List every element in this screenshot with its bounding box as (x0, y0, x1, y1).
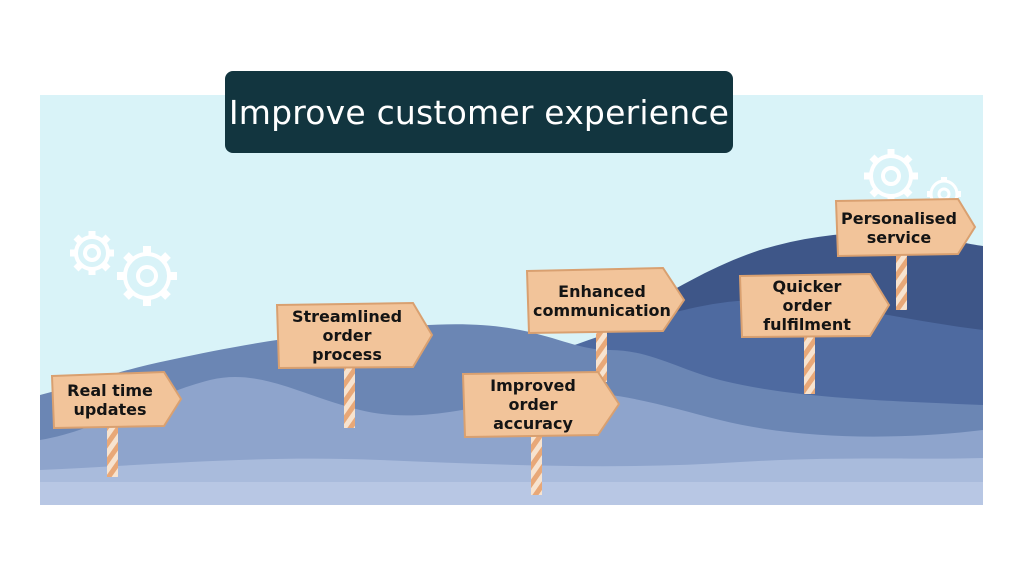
signpost-label-text: Enhanced communication (533, 282, 671, 320)
signpost-pole (344, 366, 355, 428)
signpost-board (525, 266, 686, 335)
signpost-label-personalised-service: Personalised service (838, 200, 960, 255)
gear-icon (70, 231, 114, 275)
signpost-label-streamlined-order-process: Streamlined order process (279, 304, 415, 367)
signpost-board (834, 197, 977, 258)
signpost-pole (596, 330, 607, 382)
ground-band (40, 482, 983, 505)
signpost-board (461, 370, 621, 439)
signpost-label-text: Streamlined order process (291, 307, 403, 364)
signpost-label-text: Improved order accuracy (490, 376, 576, 433)
signpost-label-text: Real time updates (67, 381, 153, 419)
signpost-board (275, 301, 434, 370)
signpost-board (50, 370, 183, 430)
signpost-pole (107, 425, 118, 477)
signpost-label-text: Quicker order fulfilment (763, 277, 851, 334)
signpost-pole (896, 252, 907, 310)
signpost-label-real-time-updates: Real time updates (54, 374, 166, 426)
page-title: Improve customer experience (228, 92, 730, 132)
gear-icon (117, 246, 177, 306)
signpost-label-enhanced-communication: Enhanced communication (527, 270, 677, 332)
signpost-label-quicker-order-fulfilment: Quicker order fulfilment (742, 275, 872, 336)
signpost-pole (531, 433, 542, 495)
signpost-board (738, 272, 891, 339)
signpost-label-improved-order-accuracy: Improved order accuracy (465, 373, 601, 436)
signpost-pole (804, 334, 815, 394)
signpost-label-text: Personalised service (841, 208, 957, 247)
title-banner: Improve customer experience (225, 71, 733, 153)
